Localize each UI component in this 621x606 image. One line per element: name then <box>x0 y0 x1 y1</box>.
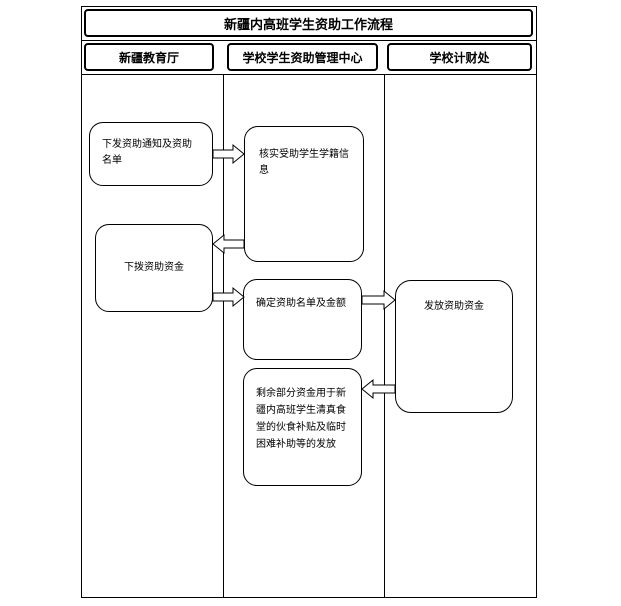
node-allocate-funds: 下拨资助资金 <box>95 224 213 312</box>
lane-header-divider <box>81 74 537 75</box>
arrow-distribute-to-remaining <box>361 378 396 400</box>
diagram-frame <box>81 6 537 598</box>
lane-divider-2 <box>384 74 385 598</box>
header-divider <box>81 40 537 41</box>
lane-header-aid-center: 学校学生资助管理中心 <box>227 43 378 71</box>
arrow-notice-to-verify <box>212 143 245 165</box>
arrow-confirm-to-distribute <box>361 289 396 311</box>
node-confirm-list-amount: 确定资助名单及金额 <box>243 279 362 360</box>
diagram-title: 新疆内高班学生资助工作流程 <box>84 9 533 37</box>
node-verify-student-status: 核实受助学生学籍信息 <box>244 126 364 262</box>
lane-header-education-dept: 新疆教育厅 <box>84 43 214 71</box>
arrow-allocate-to-confirm <box>212 286 245 308</box>
arrow-verify-to-allocate <box>212 233 245 255</box>
node-remaining-funds-use: 剩余部分资金用于新疆内高班学生清真食堂的伙食补贴及临时困难补助等的发放 <box>243 368 362 486</box>
lane-header-finance-office: 学校计财处 <box>387 43 532 71</box>
node-distribute-funds: 发放资助资金 <box>395 280 513 413</box>
lane-divider-1 <box>223 74 224 598</box>
